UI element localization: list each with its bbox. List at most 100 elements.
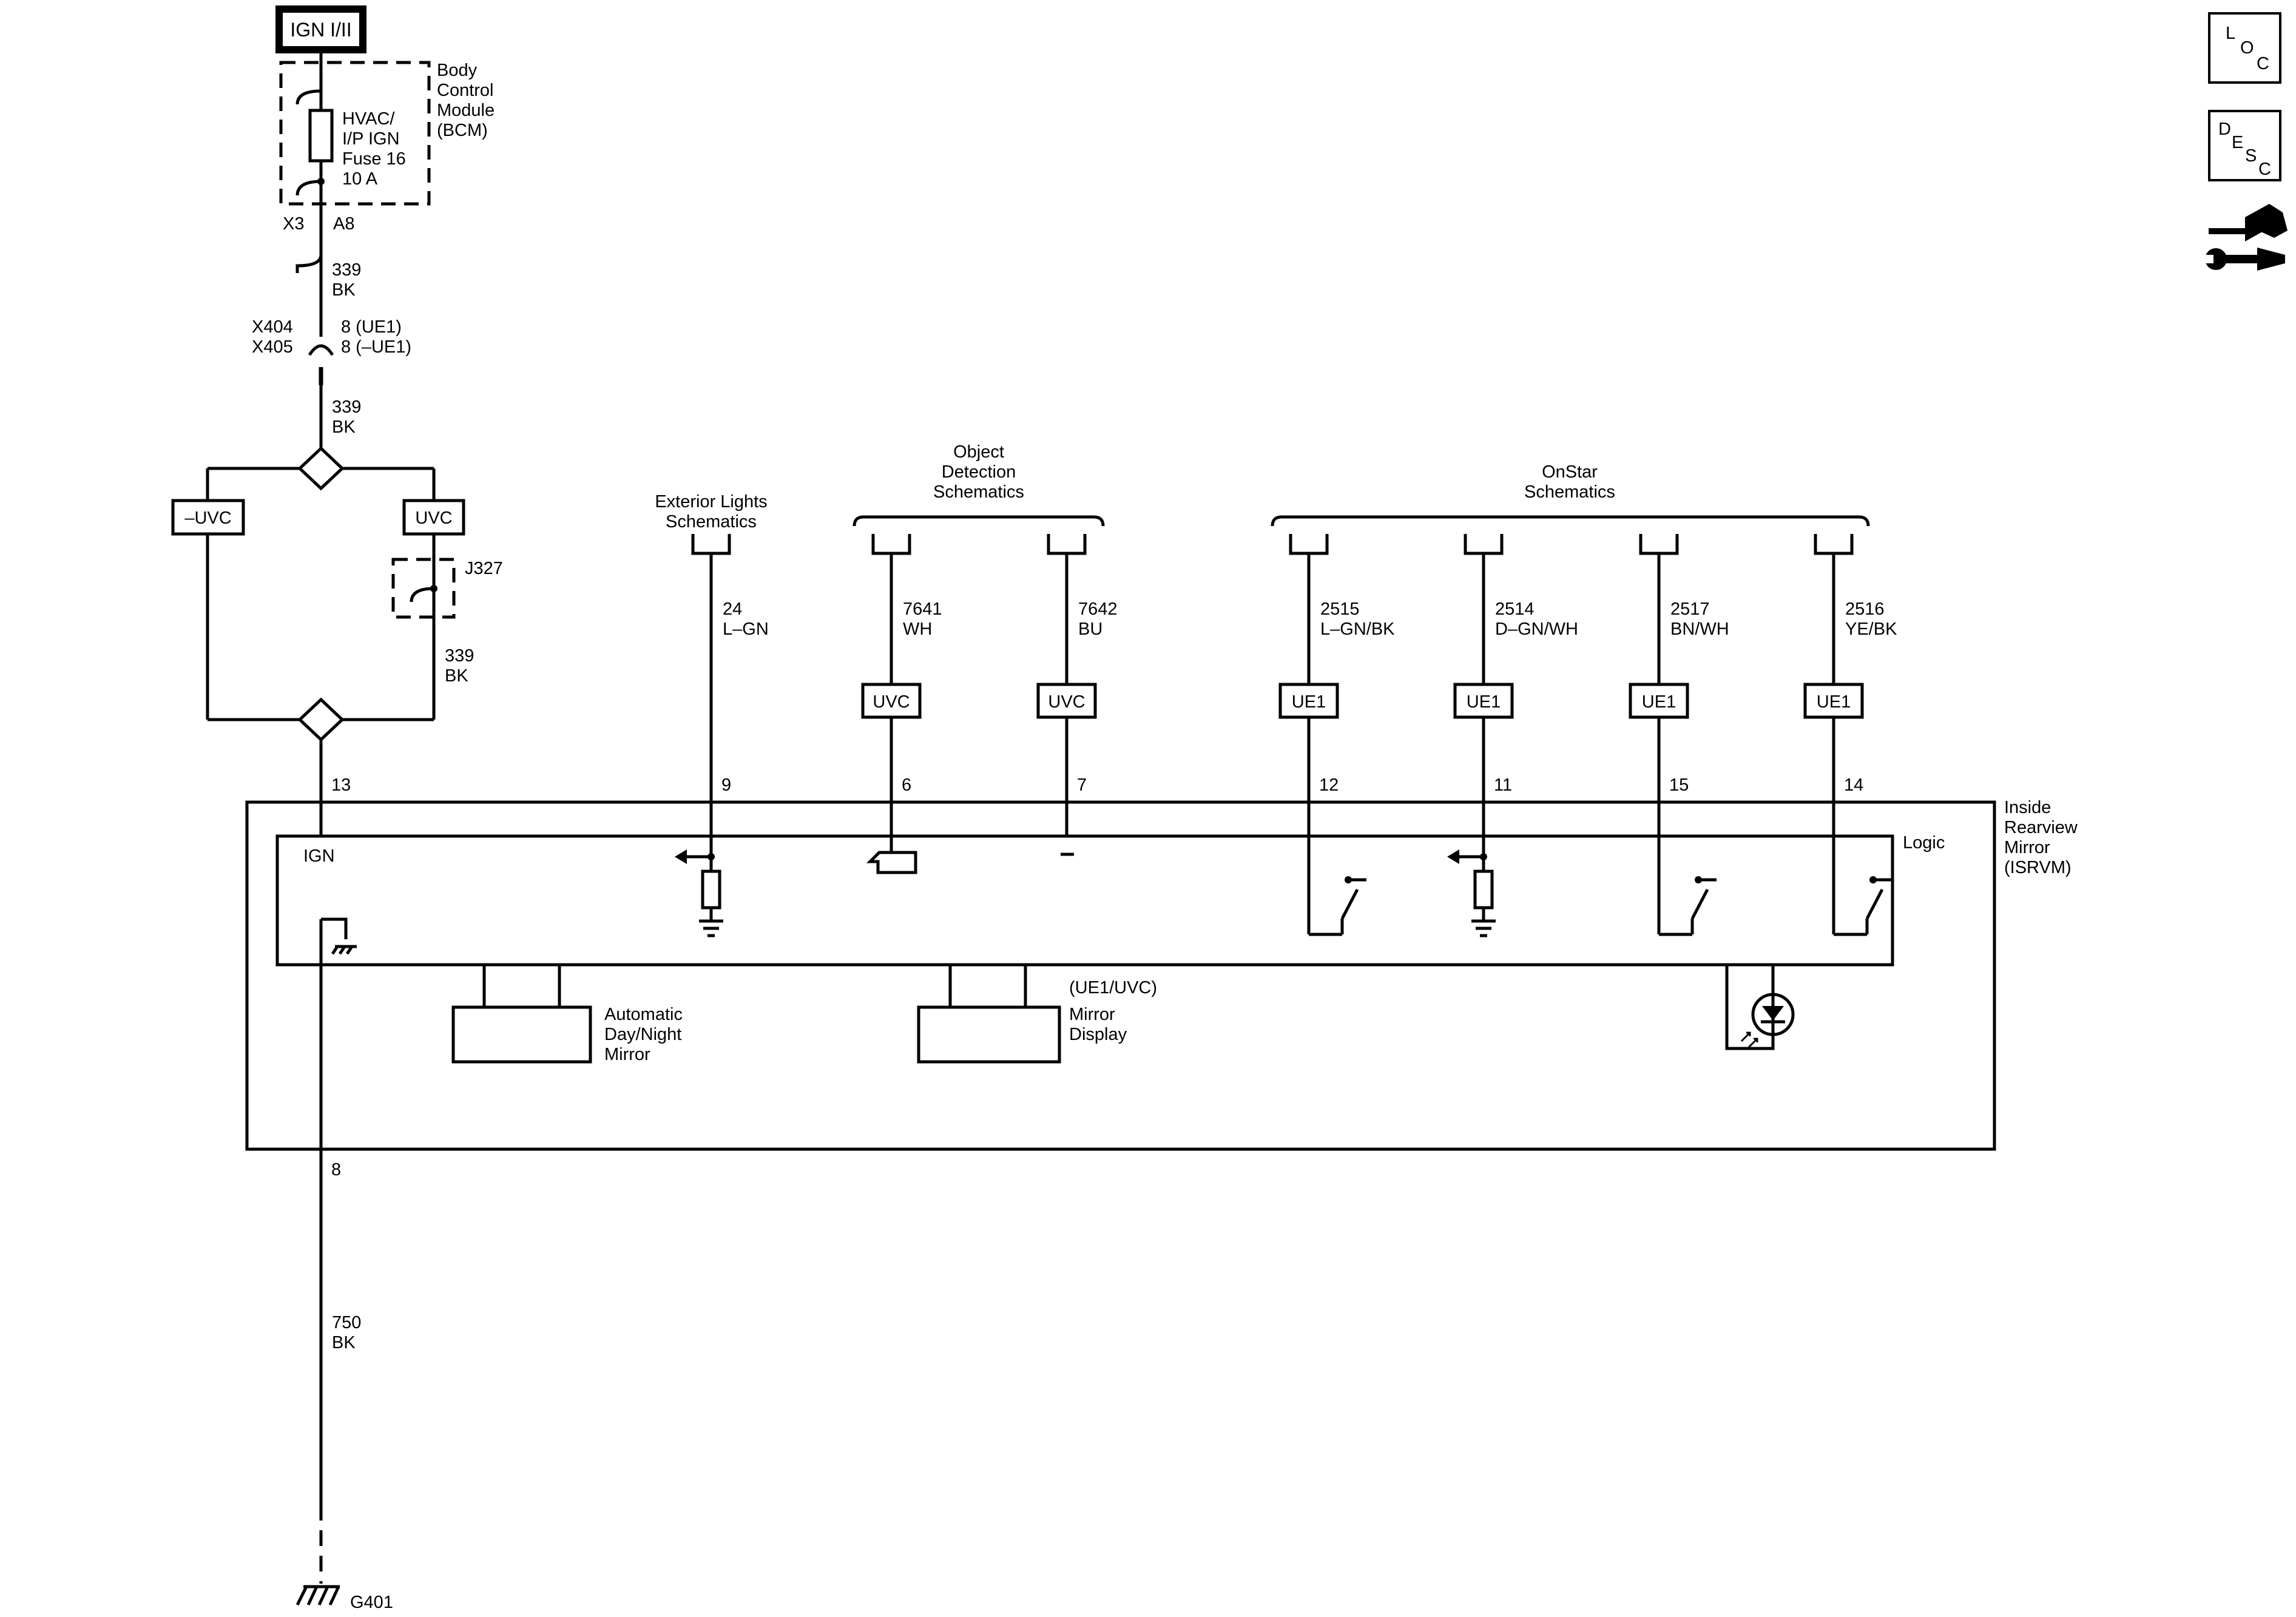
connector-stub xyxy=(871,534,911,555)
mirror-display-line2: Display xyxy=(1069,1025,1127,1044)
connector-stub xyxy=(1464,534,1504,555)
option-box xyxy=(1803,683,1864,719)
isrvm-name-line2: Rearview xyxy=(2004,818,2078,837)
ign-label: IGN xyxy=(303,846,335,866)
desc-icon-c: C xyxy=(2258,160,2271,179)
fuse-label-line4: 10 A xyxy=(342,169,378,189)
internal-switch-symbol xyxy=(1657,836,1717,936)
body-control-module: Body Control Module (BCM) xyxy=(279,61,495,206)
wire-color: WH xyxy=(903,619,932,639)
x3-terminal-symbol xyxy=(295,254,323,273)
desc-icon-s: S xyxy=(2245,146,2257,166)
exterior-lights-line2: Schematics xyxy=(666,512,757,532)
wire-339-mid: 339 BK xyxy=(319,376,361,452)
fuse-label-line1: HVAC/ xyxy=(342,109,395,129)
option-label: UE1 xyxy=(1467,692,1501,712)
circuit-number: 2515 xyxy=(1320,599,1360,619)
ground-label: G401 xyxy=(350,1593,393,1612)
wire-339-jumper-circuit: 339 xyxy=(445,646,474,666)
auto-mirror-line2: Day/Night xyxy=(604,1025,681,1044)
inline-connector-symbol xyxy=(308,344,334,356)
connector-stub xyxy=(1289,534,1329,555)
wire-color: BU xyxy=(1078,619,1102,639)
option-box xyxy=(1036,683,1097,719)
option-label: UE1 xyxy=(1292,692,1326,712)
bcm-connector-x3: X3 A8 xyxy=(283,181,354,273)
auto-mirror-element xyxy=(451,1005,592,1064)
wire-339-upper-color: BK xyxy=(332,280,356,300)
inline-pin1-label: 8 (UE1) xyxy=(341,317,402,337)
logic-label: Logic xyxy=(1903,833,1945,852)
connector-stub xyxy=(1047,534,1087,555)
option-box xyxy=(861,683,922,719)
circuit-number: 24 xyxy=(723,599,742,619)
isrvm-name-line1: Inside xyxy=(2004,798,2051,817)
g401-ground: G401 xyxy=(295,1585,393,1612)
circuit-number: 2514 xyxy=(1495,599,1535,619)
pin-number: 11 xyxy=(1494,775,1512,795)
onstar-bracket xyxy=(1271,515,1870,527)
internal-wave-symbol xyxy=(866,836,917,874)
desc-icon[interactable]: D E S C xyxy=(2208,110,2281,181)
fuse-bottom-terminal xyxy=(295,180,322,196)
fuse-top-terminal xyxy=(295,89,322,105)
desc-icon-d: D xyxy=(2218,120,2231,139)
mirror-display-element xyxy=(917,1005,1061,1064)
bcm-connector-label: X3 xyxy=(283,214,304,234)
ground-pin-label: 8 xyxy=(331,1160,341,1180)
bcm-name-line1: Body xyxy=(437,61,478,80)
ign-pin-label: 13 xyxy=(331,775,351,795)
loc-icon[interactable]: L O C xyxy=(2208,12,2281,84)
wire-339-mid-color: BK xyxy=(332,417,356,437)
auto-mirror-connector xyxy=(482,963,561,1009)
isrvm-outline xyxy=(245,800,1996,1151)
option-box xyxy=(1629,683,1689,719)
wire-color: BN/WH xyxy=(1670,619,1729,639)
fuse-label-line2: I/P IGN xyxy=(342,129,400,149)
wire-339-upper: 339 BK xyxy=(319,255,361,337)
split-node-top xyxy=(297,446,345,491)
wire-339-upper-circuit: 339 xyxy=(332,260,361,280)
mirror-display-option: (UE1/UVC) xyxy=(1069,978,1157,998)
bcm-pin-label: A8 xyxy=(333,214,354,234)
wire-color: D–GN/WH xyxy=(1495,619,1578,639)
logic-block xyxy=(275,834,1894,967)
fuse-label-line3: Fuse 16 xyxy=(342,149,406,169)
onstar-header: OnStar Schematics xyxy=(1271,462,1870,527)
auto-mirror-line1: Automatic xyxy=(604,1005,683,1024)
ground-wire-circuit: 750 xyxy=(332,1313,361,1332)
chassis-ground-icon xyxy=(295,1585,340,1606)
internal-switch-symbol xyxy=(1307,836,1366,936)
connector-stub xyxy=(691,534,731,555)
loc-icon-l: L xyxy=(2226,24,2235,43)
loc-icon-c: C xyxy=(2257,54,2269,73)
pin-number: 6 xyxy=(902,775,911,795)
inline-connector-x404-x405: X404 X405 8 (UE1) 8 (–UE1) xyxy=(252,317,411,385)
internal-arrow-resistor-symbol xyxy=(1447,836,1496,937)
internal-arrow-resistor-symbol xyxy=(675,836,723,937)
object-detection-line1: Object xyxy=(953,442,1004,462)
pin-number: 9 xyxy=(721,775,731,795)
option-label: UVC xyxy=(1048,692,1085,712)
loc-icon-o: O xyxy=(2240,38,2254,58)
bcm-name-line3: Module xyxy=(437,101,495,120)
object-detection-bracket xyxy=(853,515,1105,527)
wire-color: YE/BK xyxy=(1845,619,1897,639)
wire-color: L–GN/BK xyxy=(1320,619,1395,639)
inline-conn2-label: X405 xyxy=(252,337,293,357)
onstar-line1: OnStar xyxy=(1542,462,1598,482)
circuit-number: 2516 xyxy=(1845,599,1885,619)
onstar-line2: Schematics xyxy=(1524,482,1615,502)
bcm-name-line4: (BCM) xyxy=(437,121,488,140)
j327-dashed-outline xyxy=(391,558,456,619)
pin-number: 7 xyxy=(1077,775,1087,795)
inline-conn1-label: X404 xyxy=(252,317,293,337)
connector-wrench-icon[interactable] xyxy=(2203,204,2288,271)
ground-wire-color: BK xyxy=(332,1333,356,1352)
j327-label: J327 xyxy=(465,559,503,578)
